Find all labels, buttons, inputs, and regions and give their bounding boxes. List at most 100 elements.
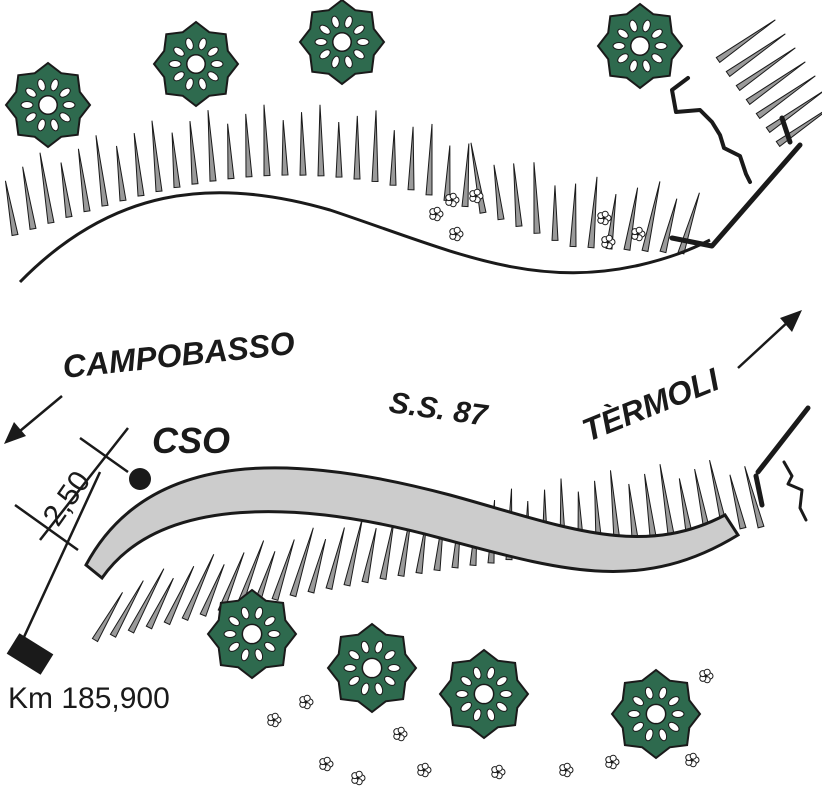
grass-tuft-icon bbox=[245, 113, 253, 178]
grass-tuft-icon bbox=[163, 566, 195, 626]
grass-tuft-icon bbox=[745, 61, 806, 106]
grass-tuft-icon bbox=[227, 123, 235, 180]
grass-tuft-icon bbox=[39, 152, 55, 224]
grass-tuft-icon bbox=[361, 528, 377, 584]
flower-icon bbox=[631, 226, 646, 242]
grass-tuft-icon bbox=[641, 181, 661, 253]
site-label: CSO bbox=[152, 420, 230, 461]
km-label: Km 185,900 bbox=[8, 682, 170, 715]
grass-tuft-icon bbox=[263, 104, 271, 177]
road-label: S.S. 87 bbox=[387, 386, 490, 433]
flower-icon bbox=[267, 712, 282, 728]
termoli-label: TÈRMOLI bbox=[577, 361, 725, 449]
grass-tuft-icon bbox=[461, 143, 470, 208]
grass-tuft-icon bbox=[281, 120, 289, 176]
campobasso-arrow-icon bbox=[4, 395, 63, 444]
flower-icon bbox=[605, 754, 620, 770]
grass-tuft-icon bbox=[775, 103, 822, 148]
grass-tuft-icon bbox=[181, 554, 215, 622]
grass-tuft-icon bbox=[95, 135, 109, 207]
grass-tuft-icon bbox=[533, 162, 541, 234]
grass-tuft-icon bbox=[513, 163, 523, 227]
grass-tuft-icon bbox=[145, 577, 174, 630]
grass-tuft-icon bbox=[299, 112, 307, 176]
flower-icon bbox=[429, 206, 444, 222]
tree-icon bbox=[4, 61, 92, 149]
flower-icon bbox=[685, 752, 700, 768]
km-stake bbox=[6, 633, 54, 675]
campobasso-label: CAMPOBASSO bbox=[61, 325, 297, 385]
grass-tuft-icon bbox=[493, 164, 505, 221]
grass-tuft-icon bbox=[325, 527, 345, 591]
flower-icon bbox=[469, 188, 484, 204]
tree-icon bbox=[152, 20, 240, 108]
grass-tuft-icon bbox=[609, 470, 621, 542]
flower-icon bbox=[299, 694, 314, 710]
flower-icon bbox=[319, 756, 334, 772]
grass-tuft-icon bbox=[4, 180, 19, 237]
flower-icon bbox=[449, 226, 464, 242]
grass-tuft-icon bbox=[715, 19, 776, 64]
south-fence bbox=[753, 405, 811, 522]
grass-tuft-icon bbox=[569, 183, 577, 248]
grass-tuft-icon bbox=[60, 162, 73, 218]
grass-tuft-icon bbox=[379, 516, 396, 580]
grass-tuft-icon bbox=[133, 133, 145, 197]
grass-tuft-icon bbox=[725, 33, 786, 78]
flower-icon bbox=[393, 726, 408, 742]
tree-icon bbox=[206, 588, 298, 680]
flower-icon bbox=[351, 770, 366, 786]
flower-icon bbox=[699, 668, 714, 684]
grass-tuft-icon bbox=[335, 122, 343, 178]
grass-tuft-icon bbox=[353, 115, 361, 180]
grass-tuft-icon bbox=[735, 47, 796, 92]
grass-tuft-icon bbox=[271, 539, 295, 602]
grass-tuft-icon bbox=[127, 568, 165, 634]
tree-icon bbox=[596, 2, 684, 90]
north-road-edge bbox=[18, 191, 711, 284]
grass-tuft-icon bbox=[628, 483, 639, 540]
grass-tuft-icon bbox=[371, 110, 379, 182]
grass-tuft-icon bbox=[171, 132, 181, 189]
tree-icon bbox=[438, 648, 530, 740]
grass-tuft-icon bbox=[109, 580, 144, 638]
grass-tuft-icon bbox=[729, 474, 747, 530]
grass-tuft-icon bbox=[551, 185, 559, 241]
grass-tuft-icon bbox=[199, 564, 225, 617]
grass-tuft-icon bbox=[659, 464, 675, 536]
grass-tuft-icon bbox=[116, 145, 127, 202]
north-fence bbox=[669, 76, 803, 249]
grass-tuft-icon bbox=[443, 145, 451, 202]
grass-tuft-icon bbox=[307, 538, 327, 594]
flower-icon bbox=[445, 192, 460, 208]
grass-tuft-icon bbox=[289, 527, 314, 598]
grass-tuft-icon bbox=[91, 592, 123, 643]
tree-layer bbox=[4, 0, 702, 760]
grass-tuft-icon bbox=[22, 166, 37, 230]
grass-tuft-icon bbox=[587, 176, 598, 249]
flower-icon bbox=[417, 762, 432, 778]
grass-tuft-icon bbox=[317, 104, 325, 177]
grass-tuft-icon bbox=[755, 75, 816, 120]
grass-tuft-icon bbox=[765, 89, 822, 134]
site-marker-icon bbox=[129, 468, 151, 490]
grass-tuft-icon bbox=[659, 198, 678, 254]
tree-icon bbox=[298, 0, 386, 86]
grass-tuft-icon bbox=[678, 478, 693, 534]
tree-icon bbox=[610, 668, 702, 760]
flower-icon bbox=[559, 762, 574, 778]
grass-tuft-icon bbox=[151, 120, 163, 193]
grass-tuft-icon bbox=[189, 121, 199, 185]
grass-tuft-icon bbox=[343, 515, 364, 587]
grass-tuft-icon bbox=[407, 126, 415, 191]
grass-tuft-icon bbox=[744, 466, 765, 529]
flower-icon bbox=[491, 764, 506, 780]
flower-layer bbox=[267, 188, 714, 786]
dimension-marker bbox=[14, 427, 129, 651]
grass-tuft-icon bbox=[389, 130, 397, 186]
tree-icon bbox=[326, 622, 418, 714]
grass-tuft-icon bbox=[207, 110, 217, 182]
road-strip bbox=[84, 466, 741, 581]
flower-icon bbox=[601, 234, 616, 250]
